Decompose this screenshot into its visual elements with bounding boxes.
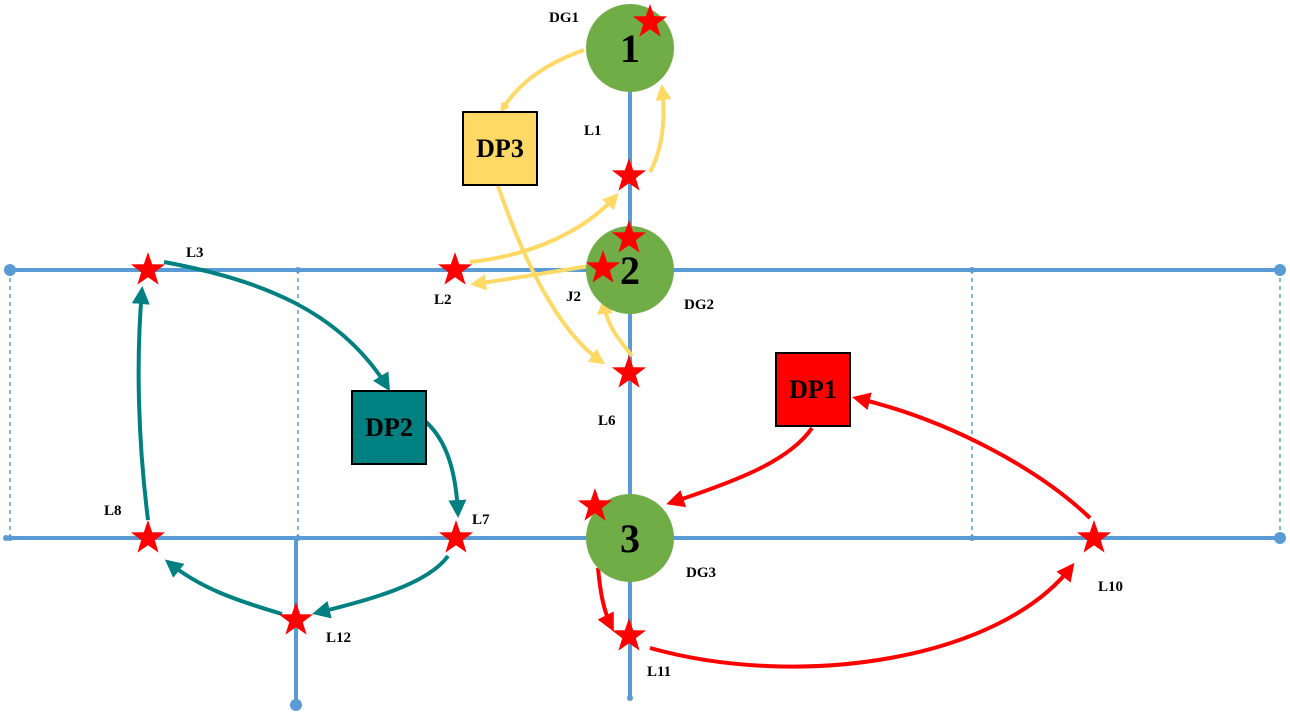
route-l8-to-l3 — [131, 286, 150, 521]
feeder-lines — [3, 48, 1286, 711]
label-j2: J2 — [566, 289, 581, 305]
dp2-routes — [131, 260, 467, 619]
route-node2-to-l2 — [470, 264, 591, 291]
dp3-label: DP3 — [476, 134, 524, 163]
dp1-routes — [596, 392, 1092, 669]
label-l12: L12 — [326, 630, 351, 646]
node-2: 2 — [586, 226, 674, 314]
route-l6-to-node2 — [597, 298, 634, 358]
label-l11: L11 — [647, 664, 671, 680]
route-l3-to-dp2 — [163, 260, 391, 392]
route-l11-to-l10 — [649, 562, 1075, 669]
route-dp1-to-node3 — [666, 426, 814, 508]
label-l6: L6 — [598, 413, 616, 429]
route-l10-to-dp1 — [852, 392, 1092, 520]
node-2-label: 2 — [620, 248, 640, 293]
bus-end-point — [627, 695, 633, 701]
route-dp2-to-l7 — [424, 420, 467, 518]
route-l7-to-l12 — [312, 554, 450, 619]
route-dg1-to-dp3 — [500, 48, 585, 113]
bus-end-point — [290, 699, 302, 711]
route-l12-to-l8 — [164, 559, 283, 616]
label-dg2: DG2 — [684, 297, 714, 313]
label-l1: L1 — [584, 123, 602, 139]
label-l10: L10 — [1098, 579, 1123, 595]
dispatch-point-dp1: DP1 — [775, 352, 851, 427]
dp3-routes — [469, 48, 672, 365]
label-l3: L3 — [186, 245, 204, 261]
route-l2-to-l1 — [469, 193, 619, 264]
label-dg3: DG3 — [686, 565, 716, 581]
node-3: 3 — [586, 494, 674, 582]
labels: DG1 DG2 DG3 L1 L2 L3 J2 L6 L7 L8 L10 L11… — [104, 10, 1123, 680]
node-3-label: 3 — [620, 516, 640, 561]
dispatch-point-dp2: DP2 — [351, 390, 427, 465]
dp2-label: DP2 — [365, 413, 413, 442]
node-1-label: 1 — [620, 26, 640, 71]
route-node3-to-l11 — [596, 567, 614, 632]
dp1-label: DP1 — [789, 375, 837, 404]
route-l1-to-node1 — [648, 84, 672, 173]
dispatch-point-dp3: DP3 — [462, 111, 538, 186]
label-l7: L7 — [472, 512, 490, 528]
route-dp3-to-l6 — [496, 185, 606, 365]
label-l2: L2 — [434, 292, 452, 308]
label-l8: L8 — [104, 503, 122, 519]
label-dg1: DG1 — [549, 10, 579, 26]
